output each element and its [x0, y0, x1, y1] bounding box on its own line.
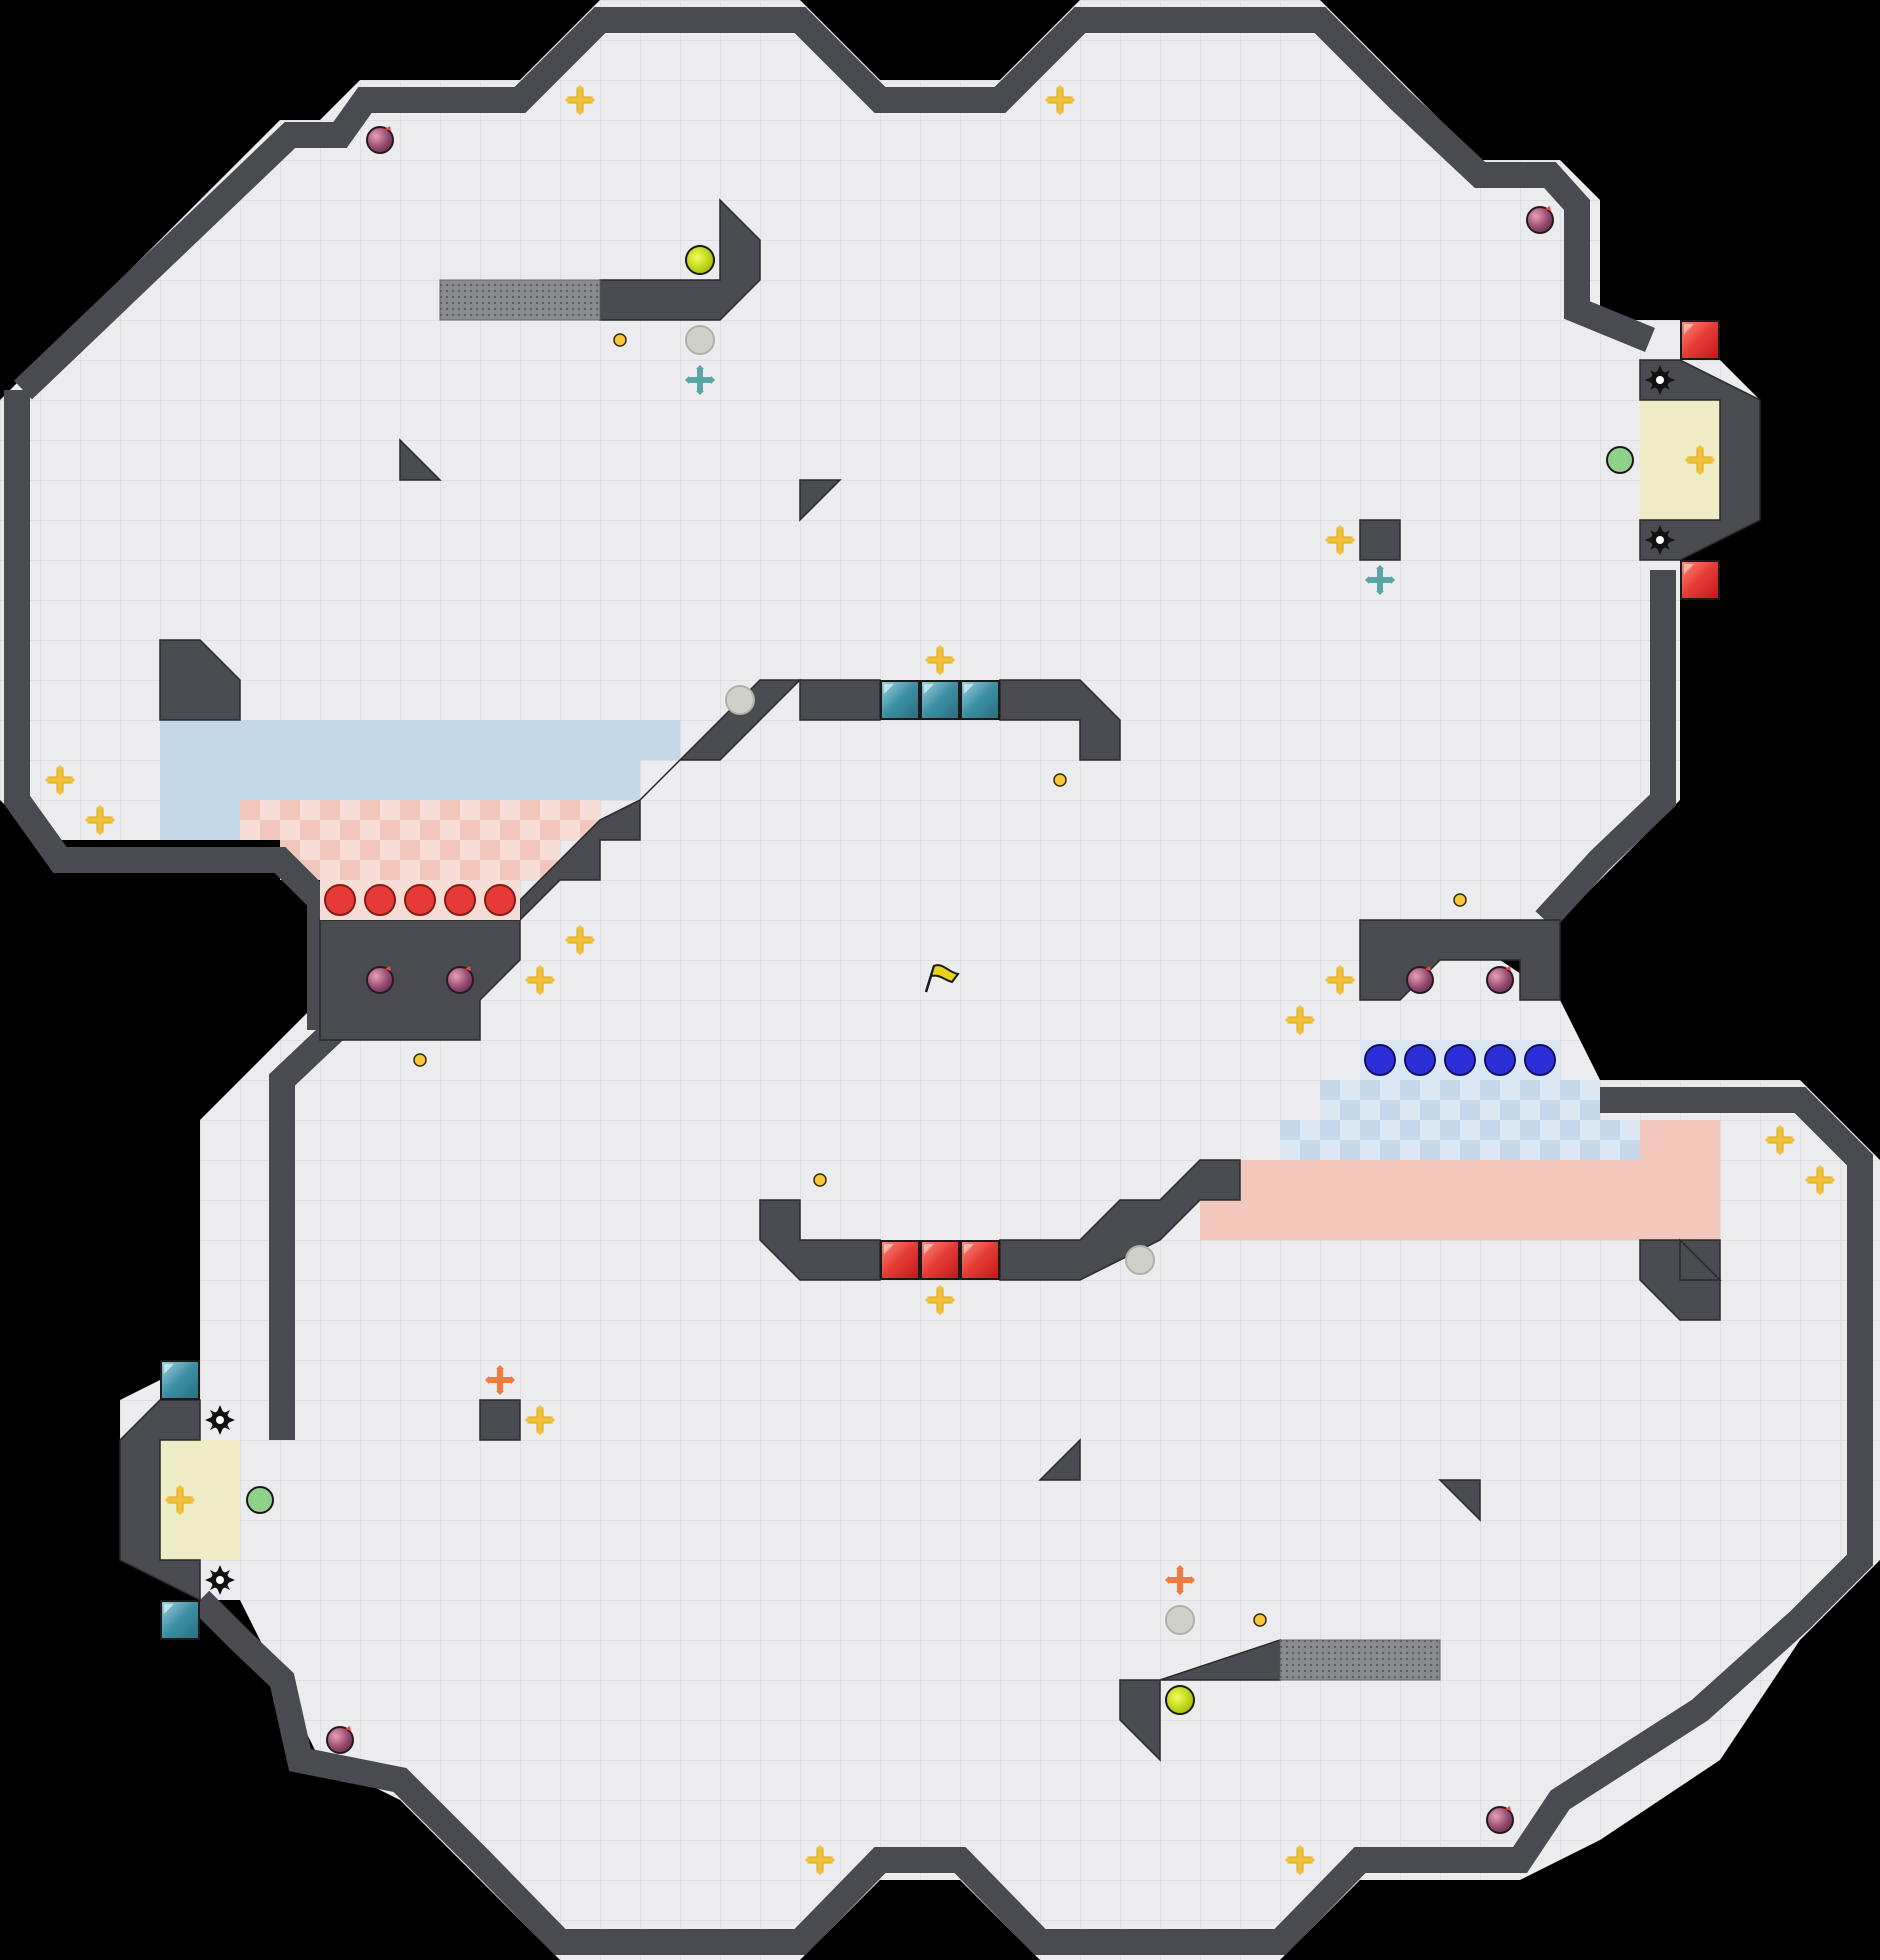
red-balls: [320, 880, 520, 920]
portals: [246, 245, 1634, 1715]
blue-zone-top: [160, 720, 680, 840]
grate-tiles: [439, 279, 1441, 1681]
inner-walls: [119, 198, 1761, 1762]
blue-checker-zone-bottom: [1280, 1080, 1640, 1160]
bombs: [685, 325, 1195, 1635]
red-zone-bottom: [1200, 1120, 1720, 1240]
speed-pads: [413, 333, 1467, 1627]
red-checker-zone-top: [240, 800, 600, 880]
flag-icon: [924, 964, 960, 993]
blue-balls: [1360, 1040, 1560, 1080]
